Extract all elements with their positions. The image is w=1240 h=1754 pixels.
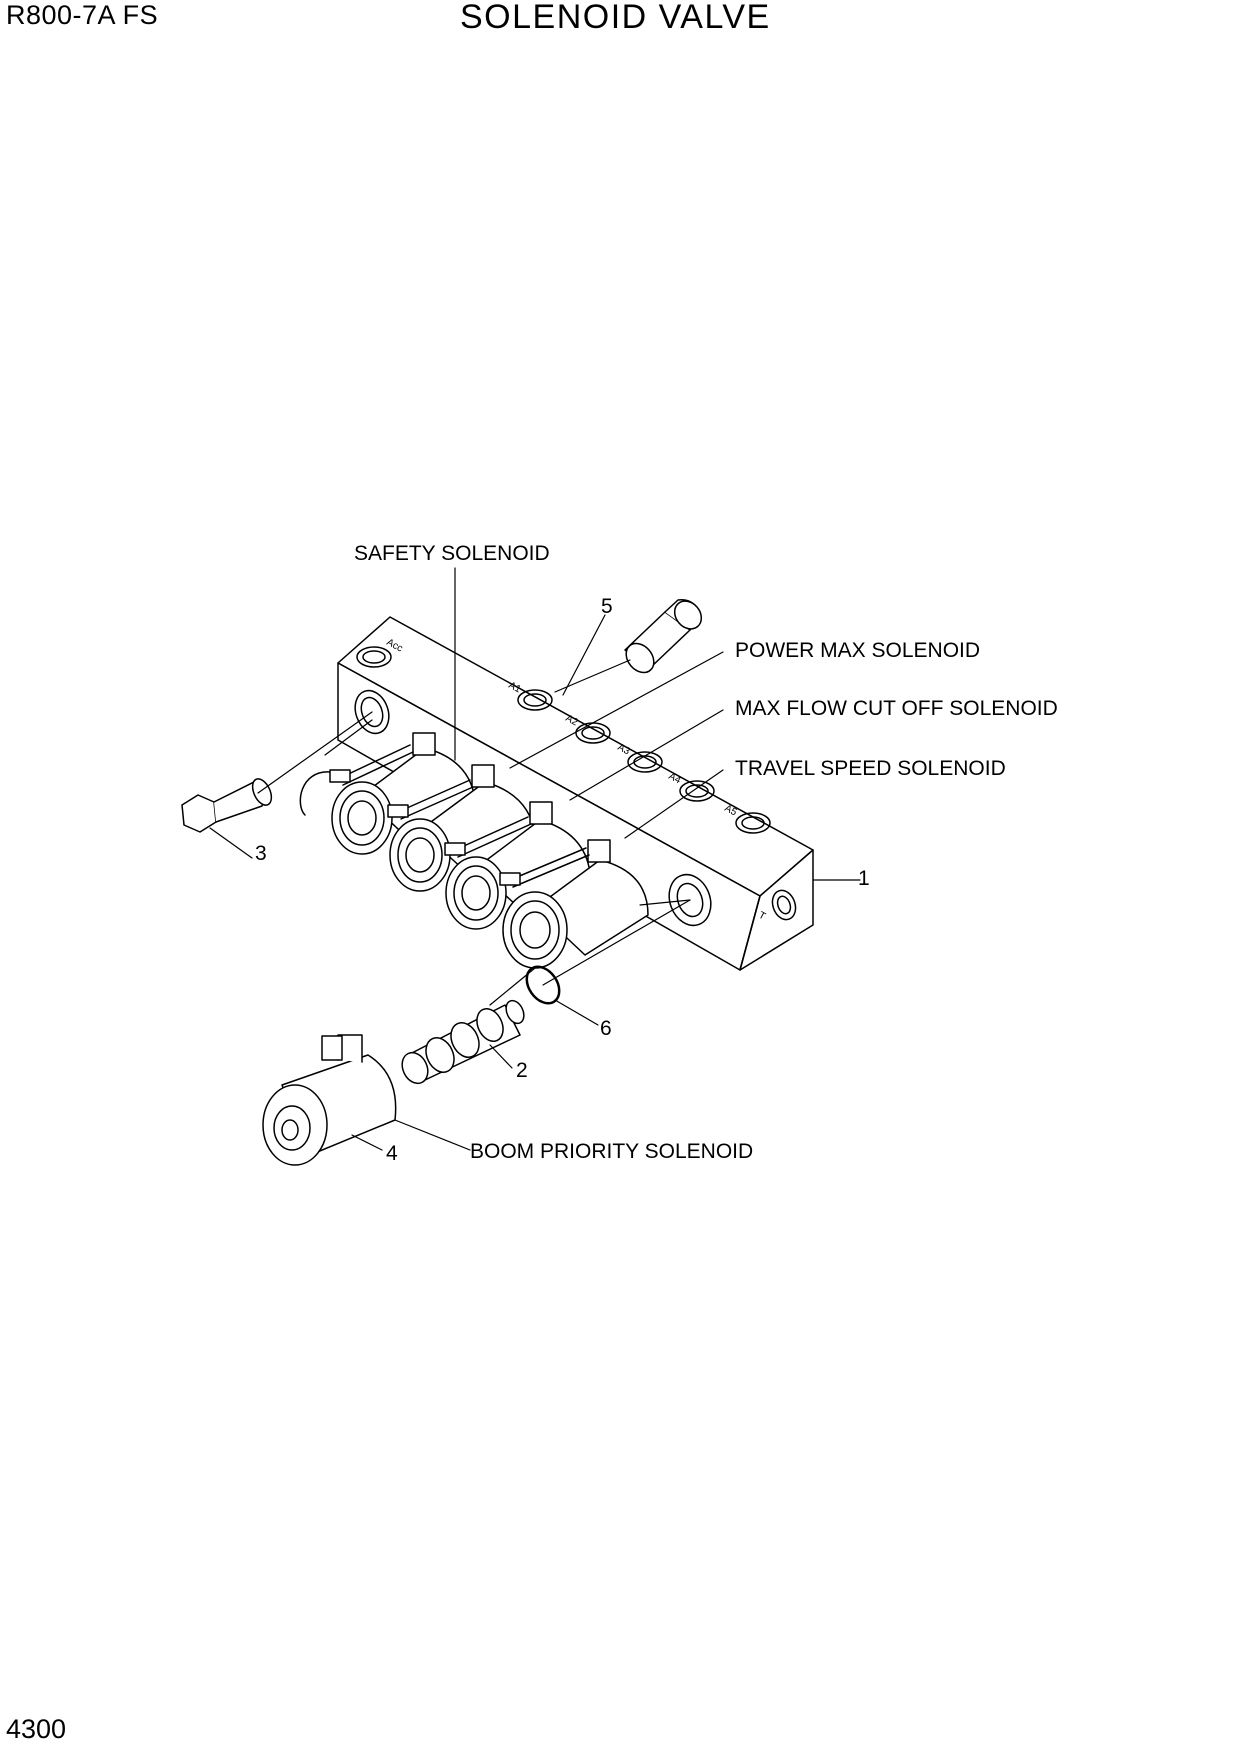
solenoid-coil-4 xyxy=(503,840,648,968)
port-label-a1: A1 xyxy=(507,680,523,696)
max-flow-cut-off-solenoid-label: MAX FLOW CUT OFF SOLENOID xyxy=(735,697,1058,720)
plug-bolt-part-3 xyxy=(182,776,275,832)
o-ring-part-6 xyxy=(520,961,566,1010)
port-label-group: Acc A1 A2 A3 A4 A5 T xyxy=(385,637,768,923)
part-number-1: 1 xyxy=(858,867,870,890)
fitting-part-5 xyxy=(621,596,707,678)
port-label-a4: A4 xyxy=(667,771,683,787)
part-number-5: 5 xyxy=(601,595,613,618)
part-number-4: 4 xyxy=(386,1142,398,1165)
port-label-a2: A2 xyxy=(564,713,580,729)
spool-cartridge-part-2 xyxy=(397,998,527,1088)
boom-priority-solenoid-label: BOOM PRIORITY SOLENOID xyxy=(470,1140,754,1163)
part-number-3: 3 xyxy=(255,842,267,865)
boom-priority-coil-part-4 xyxy=(263,1035,396,1165)
page-title: SOLENOID VALVE xyxy=(460,0,771,36)
safety-solenoid-label: SAFETY SOLENOID xyxy=(354,542,550,565)
power-max-solenoid-label: POWER MAX SOLENOID xyxy=(735,639,981,662)
model-label: R800-7A FS xyxy=(6,0,159,30)
port-label-t: T xyxy=(757,910,768,923)
wire-connectors xyxy=(330,745,589,887)
leader-lines xyxy=(210,568,860,1150)
page-number: 4300 xyxy=(6,1714,67,1744)
part-number-2: 2 xyxy=(516,1059,528,1082)
port-label-a3: A3 xyxy=(616,742,632,758)
travel-speed-solenoid-label: TRAVEL SPEED SOLENOID xyxy=(735,757,1006,780)
port-label-a5: A5 xyxy=(723,803,739,819)
part-number-6: 6 xyxy=(600,1017,612,1040)
